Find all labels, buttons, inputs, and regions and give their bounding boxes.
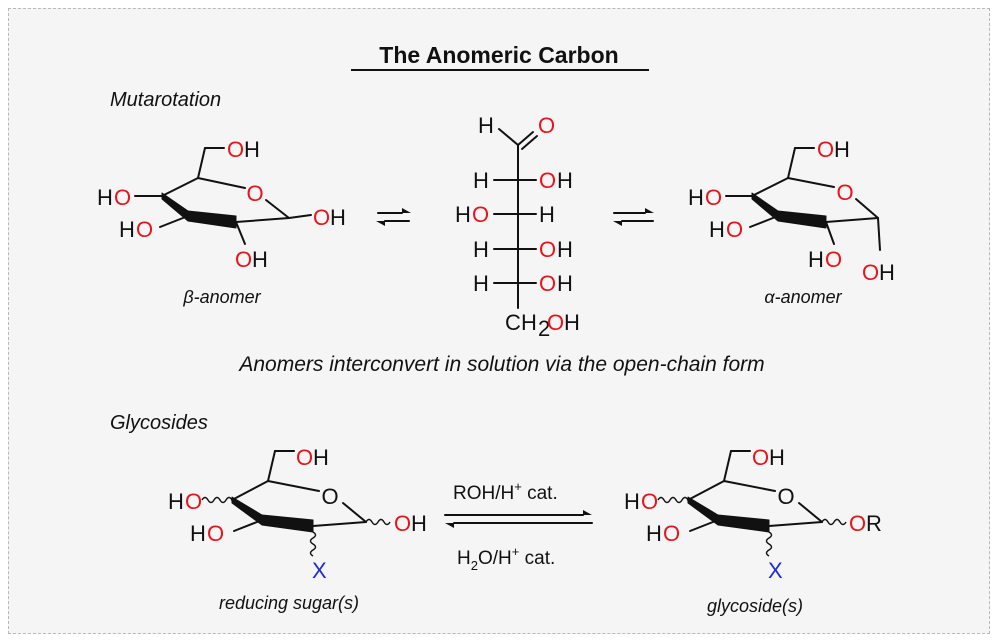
atom-h: H [473, 237, 489, 262]
atom-h: H [252, 247, 268, 272]
alpha-anomer-structure [725, 147, 881, 251]
atom-o: O [394, 511, 411, 536]
atom-o: O [539, 271, 556, 296]
atom-o: O [726, 217, 743, 242]
atom-o: O [825, 247, 842, 272]
atom-h: H [769, 445, 785, 470]
atom-h: H [539, 202, 555, 227]
glycoside-atoms: O O H H O H O O R X [624, 445, 882, 583]
atom-o: O [705, 185, 722, 210]
atom-o: O [185, 489, 202, 514]
atom-h: H [557, 168, 573, 193]
beta-anomer-atoms: O O H H O H O O H O H [97, 137, 346, 272]
atom-h: H [478, 113, 494, 138]
ring-oxygen: O [836, 180, 853, 205]
atom-h: H [455, 202, 471, 227]
ring-oxygen: O [777, 484, 794, 509]
reverse-condition: H2O/H+ cat. [457, 544, 555, 573]
atom-h: H [190, 521, 206, 546]
alpha-anomer-label: α-anomer [764, 287, 842, 307]
atom-h: H [473, 271, 489, 296]
atom-h: H [119, 217, 135, 242]
atom-h: H [879, 260, 895, 285]
glycoside-label: glycoside(s) [707, 596, 803, 616]
atom-o: O [235, 247, 252, 272]
ring-oxygen: O [321, 484, 338, 509]
atom-o: O [207, 521, 224, 546]
atom-h: H [557, 271, 573, 296]
substituent-x: X [312, 558, 327, 583]
atom-h: H [97, 185, 113, 210]
reducing-sugar-atoms: O O H H O H O O H X [168, 445, 427, 583]
page-title: The Anomeric Carbon [379, 42, 618, 68]
atom-o: O [538, 113, 555, 138]
atom-h: H [330, 205, 346, 230]
atom-h: H [564, 310, 580, 335]
reducing-sugar-structure [201, 450, 391, 557]
reducing-sugar-label: reducing sugar(s) [219, 593, 359, 613]
open-chain-structure [493, 128, 538, 309]
equilibrium-arrow [613, 208, 654, 226]
mutarotation-caption: Anomers interconvert in solution via the… [237, 353, 764, 376]
atom-o: O [547, 310, 564, 335]
atom-o: O [136, 217, 153, 242]
atom-o: O [752, 445, 769, 470]
atom-h: H [244, 137, 260, 162]
atom-o: O [227, 137, 244, 162]
atom-h: H [624, 489, 640, 514]
ring-oxygen: O [246, 181, 263, 206]
atom-h: H [411, 511, 427, 536]
atom-h: H [521, 310, 537, 335]
figure-panel [8, 8, 990, 634]
atom-o: O [539, 237, 556, 262]
atom-r: R [866, 511, 882, 536]
glycoside-structure [657, 450, 847, 557]
equilibrium-arrow [376, 208, 411, 226]
subscript-2: 2 [538, 316, 550, 341]
atom-c: C [505, 310, 521, 335]
atom-o: O [313, 205, 330, 230]
atom-h: H [808, 247, 824, 272]
atom-o: O [663, 521, 680, 546]
substituent-x: X [768, 558, 783, 583]
atom-o: O [641, 489, 658, 514]
atom-h: H [313, 445, 329, 470]
beta-anomer-structure [134, 147, 312, 245]
atom-o: O [817, 137, 834, 162]
atom-o: O [296, 445, 313, 470]
alpha-anomer-atoms: O O H H O H O H O O H [688, 137, 895, 285]
atom-o: O [849, 511, 866, 536]
atom-h: H [557, 237, 573, 262]
atom-o: O [862, 260, 879, 285]
atom-o: O [472, 202, 489, 227]
atom-h: H [168, 489, 184, 514]
atom-h: H [646, 521, 662, 546]
glycosides-heading: Glycosides [110, 412, 208, 434]
open-chain-atoms: H O H O H H O H H O H H O H C H 2 O H [455, 113, 580, 341]
atom-h: H [688, 185, 704, 210]
mutarotation-heading: Mutarotation [110, 89, 221, 111]
atom-h: H [834, 137, 850, 162]
forward-condition: ROH/H+ cat. [453, 479, 558, 504]
glycoside-equilibrium-arrow [444, 510, 593, 528]
atom-h: H [473, 168, 489, 193]
atom-o: O [539, 168, 556, 193]
atom-h: H [709, 217, 725, 242]
atom-o: O [114, 185, 131, 210]
beta-anomer-label: β-anomer [182, 287, 261, 307]
